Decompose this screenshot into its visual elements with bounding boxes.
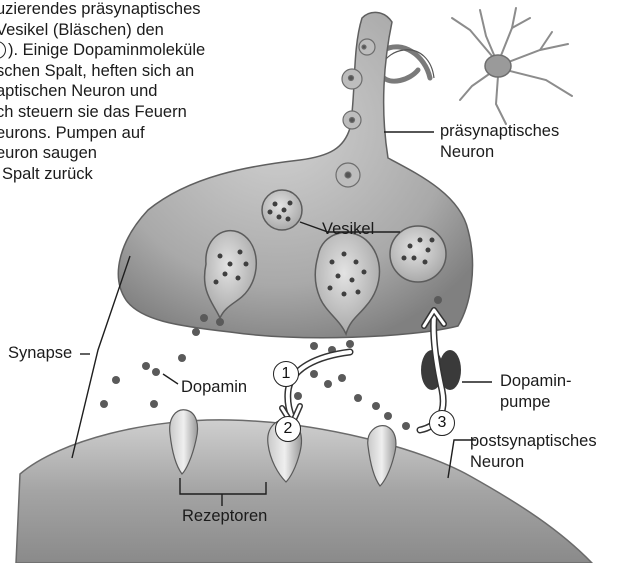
- intro-line: Spalt zurück: [0, 164, 251, 185]
- intro-line: ). Einige Dopaminmoleküle: [0, 40, 251, 61]
- intro-line: aptischen Neuron und: [0, 81, 251, 102]
- label-presynaptic-neuron-line2: Neuron: [440, 142, 494, 163]
- step-marker-2: 2: [275, 416, 301, 442]
- label-synapse: Synapse: [8, 343, 72, 364]
- intro-line: ch steuern sie das Feuern: [0, 102, 251, 123]
- label-vesicle: Vesikel: [322, 219, 374, 240]
- step-marker-3: 3: [429, 410, 455, 436]
- intro-line: eurons. Pumpen auf: [0, 123, 251, 144]
- label-dopamine: Dopamin: [181, 377, 247, 398]
- label-dopamine-pump-line2: pumpe: [500, 392, 550, 413]
- step-marker-1: 1: [273, 361, 299, 387]
- intro-line: schen Spalt, heften sich an: [0, 61, 251, 82]
- step-marker-inline-icon: [0, 41, 6, 59]
- intro-text: uzierendes präsynaptisches Vesikel (Bläs…: [0, 0, 251, 184]
- label-presynaptic-neuron-line1: präsynaptisches: [440, 121, 559, 142]
- intro-line: euron saugen: [0, 143, 251, 164]
- label-postsynaptic-neuron-line1: postsynaptisches: [470, 431, 597, 452]
- intro-line: Vesikel (Bläschen) den: [0, 20, 251, 41]
- intro-line: uzierendes präsynaptisches: [0, 0, 251, 20]
- neuron-cell-body: [452, 8, 572, 124]
- label-dopamine-pump-line1: Dopamin-: [500, 371, 572, 392]
- label-postsynaptic-neuron-line2: Neuron: [470, 452, 524, 473]
- label-receptors: Rezeptoren: [182, 506, 267, 527]
- intro-line-text: ). Einige Dopaminmoleküle: [8, 41, 205, 59]
